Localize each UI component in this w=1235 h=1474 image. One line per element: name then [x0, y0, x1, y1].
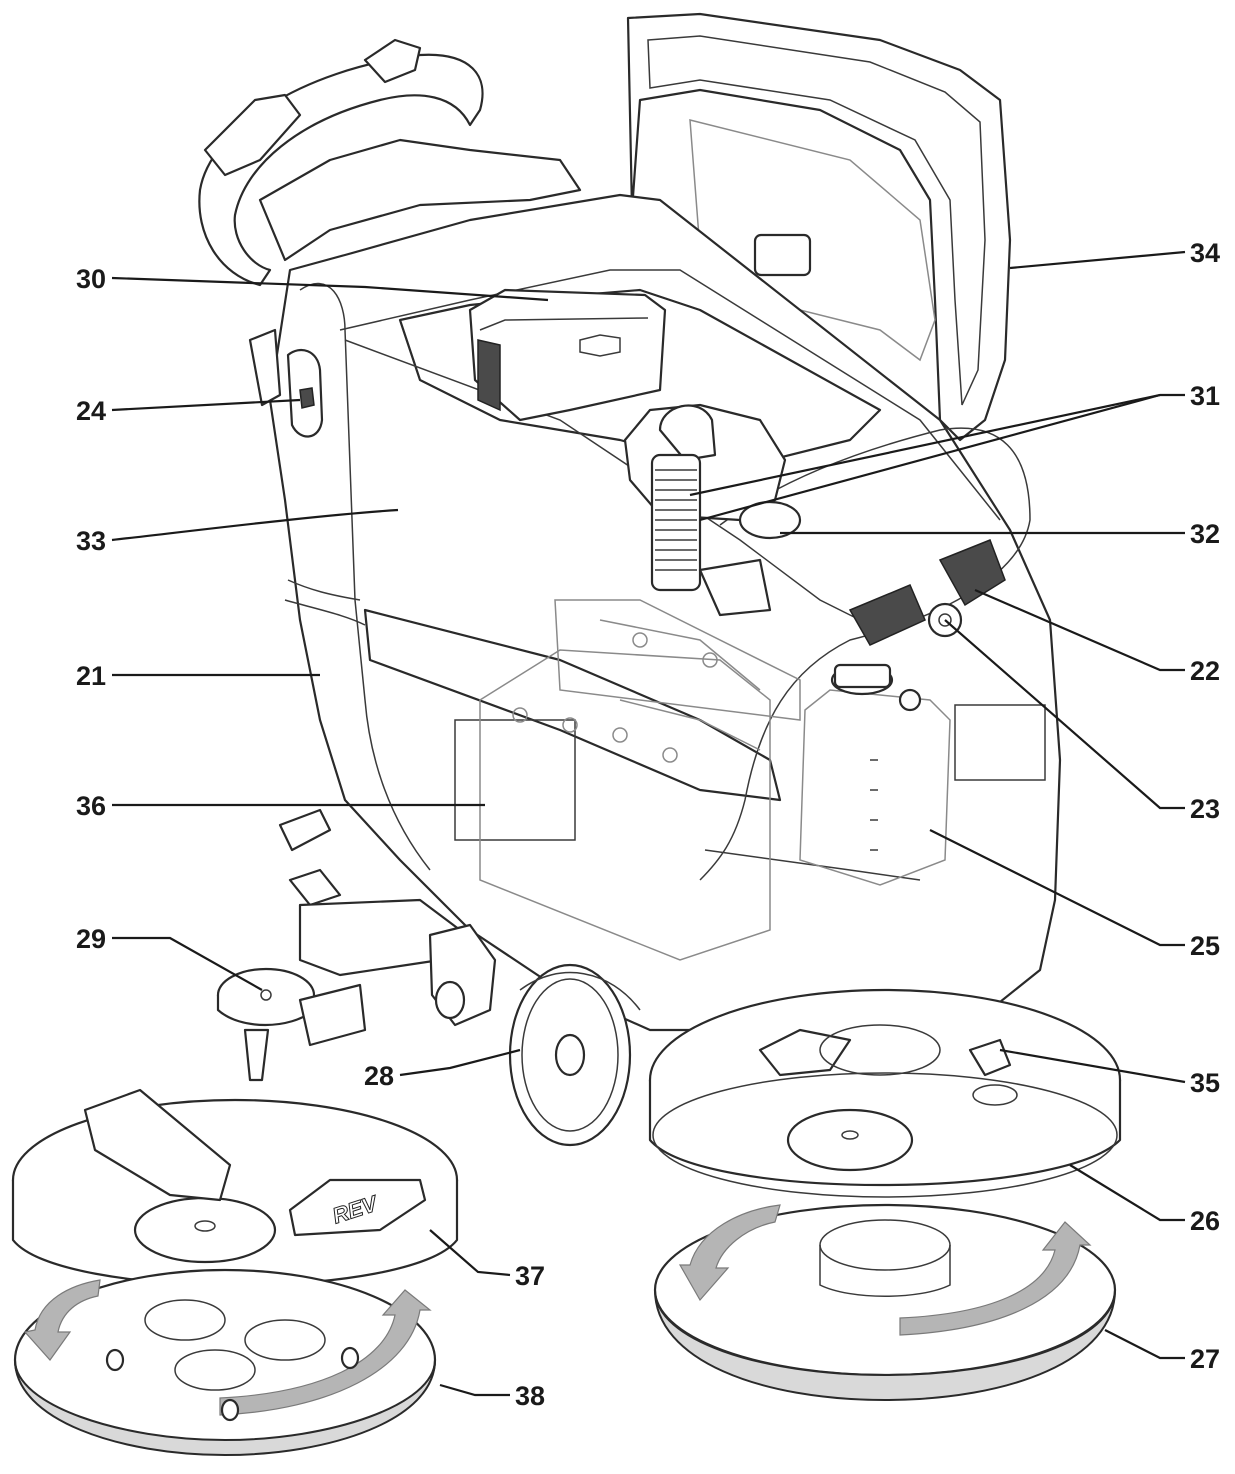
callout-25: 25: [1190, 931, 1220, 961]
machine-illustration: REV: [11, 12, 1122, 1457]
callout-31: 31: [1190, 381, 1220, 411]
leader-24: [111, 398, 301, 412]
leader-35: [999, 1048, 1186, 1084]
callout-32: 32: [1190, 519, 1220, 549]
callout-22: 22: [1190, 656, 1220, 686]
callout-27: 27: [1190, 1344, 1220, 1374]
leader-31b: [699, 393, 1161, 522]
callout-29: 29: [76, 924, 106, 954]
callout-21: 21: [76, 661, 106, 691]
leader-28: [399, 1048, 521, 1077]
callout-28: 28: [364, 1061, 394, 1091]
side-latch: [248, 328, 324, 438]
callout-36: 36: [76, 791, 106, 821]
leader-34: [1009, 250, 1186, 270]
leader-25: [929, 829, 1185, 947]
pad-driver-plate: [13, 1268, 437, 1457]
callout-24: 24: [76, 396, 106, 426]
callout-35: 35: [1190, 1068, 1220, 1098]
brush-head: [648, 988, 1122, 1198]
vacuum-filter: [623, 403, 802, 617]
leader-lines: [111, 250, 1186, 1397]
detergent-tank: [799, 663, 951, 886]
leader-22: [974, 588, 1185, 672]
callout-labels: 30 24 33 21 36 29 28 37 38 34 31 32 22 2…: [76, 238, 1220, 1411]
steering-handle: [198, 38, 582, 287]
callout-38: 38: [515, 1381, 545, 1411]
callout-37: 37: [515, 1261, 545, 1291]
leader-33: [111, 508, 399, 542]
rear-wheel: [508, 963, 641, 1147]
callout-33: 33: [76, 526, 106, 556]
leader-37: [429, 1229, 511, 1277]
callout-26: 26: [1190, 1206, 1220, 1236]
main-brush: [653, 1203, 1117, 1402]
leader-26: [1069, 1164, 1185, 1222]
leader-29: [112, 936, 263, 991]
pad-holder-head: REV: [11, 1088, 459, 1287]
callout-23: 23: [1190, 794, 1220, 824]
callout-30: 30: [76, 264, 106, 294]
vacuum-motor-grille: [848, 539, 1006, 646]
leader-38: [439, 1383, 510, 1397]
leader-30: [111, 276, 549, 302]
squeegee-assembly: [216, 808, 497, 1082]
callout-34: 34: [1190, 238, 1220, 268]
leader-23: [944, 619, 1185, 810]
leader-27: [1104, 1329, 1185, 1360]
battery-charger-box: [468, 288, 667, 422]
battery-pack: [479, 599, 801, 961]
